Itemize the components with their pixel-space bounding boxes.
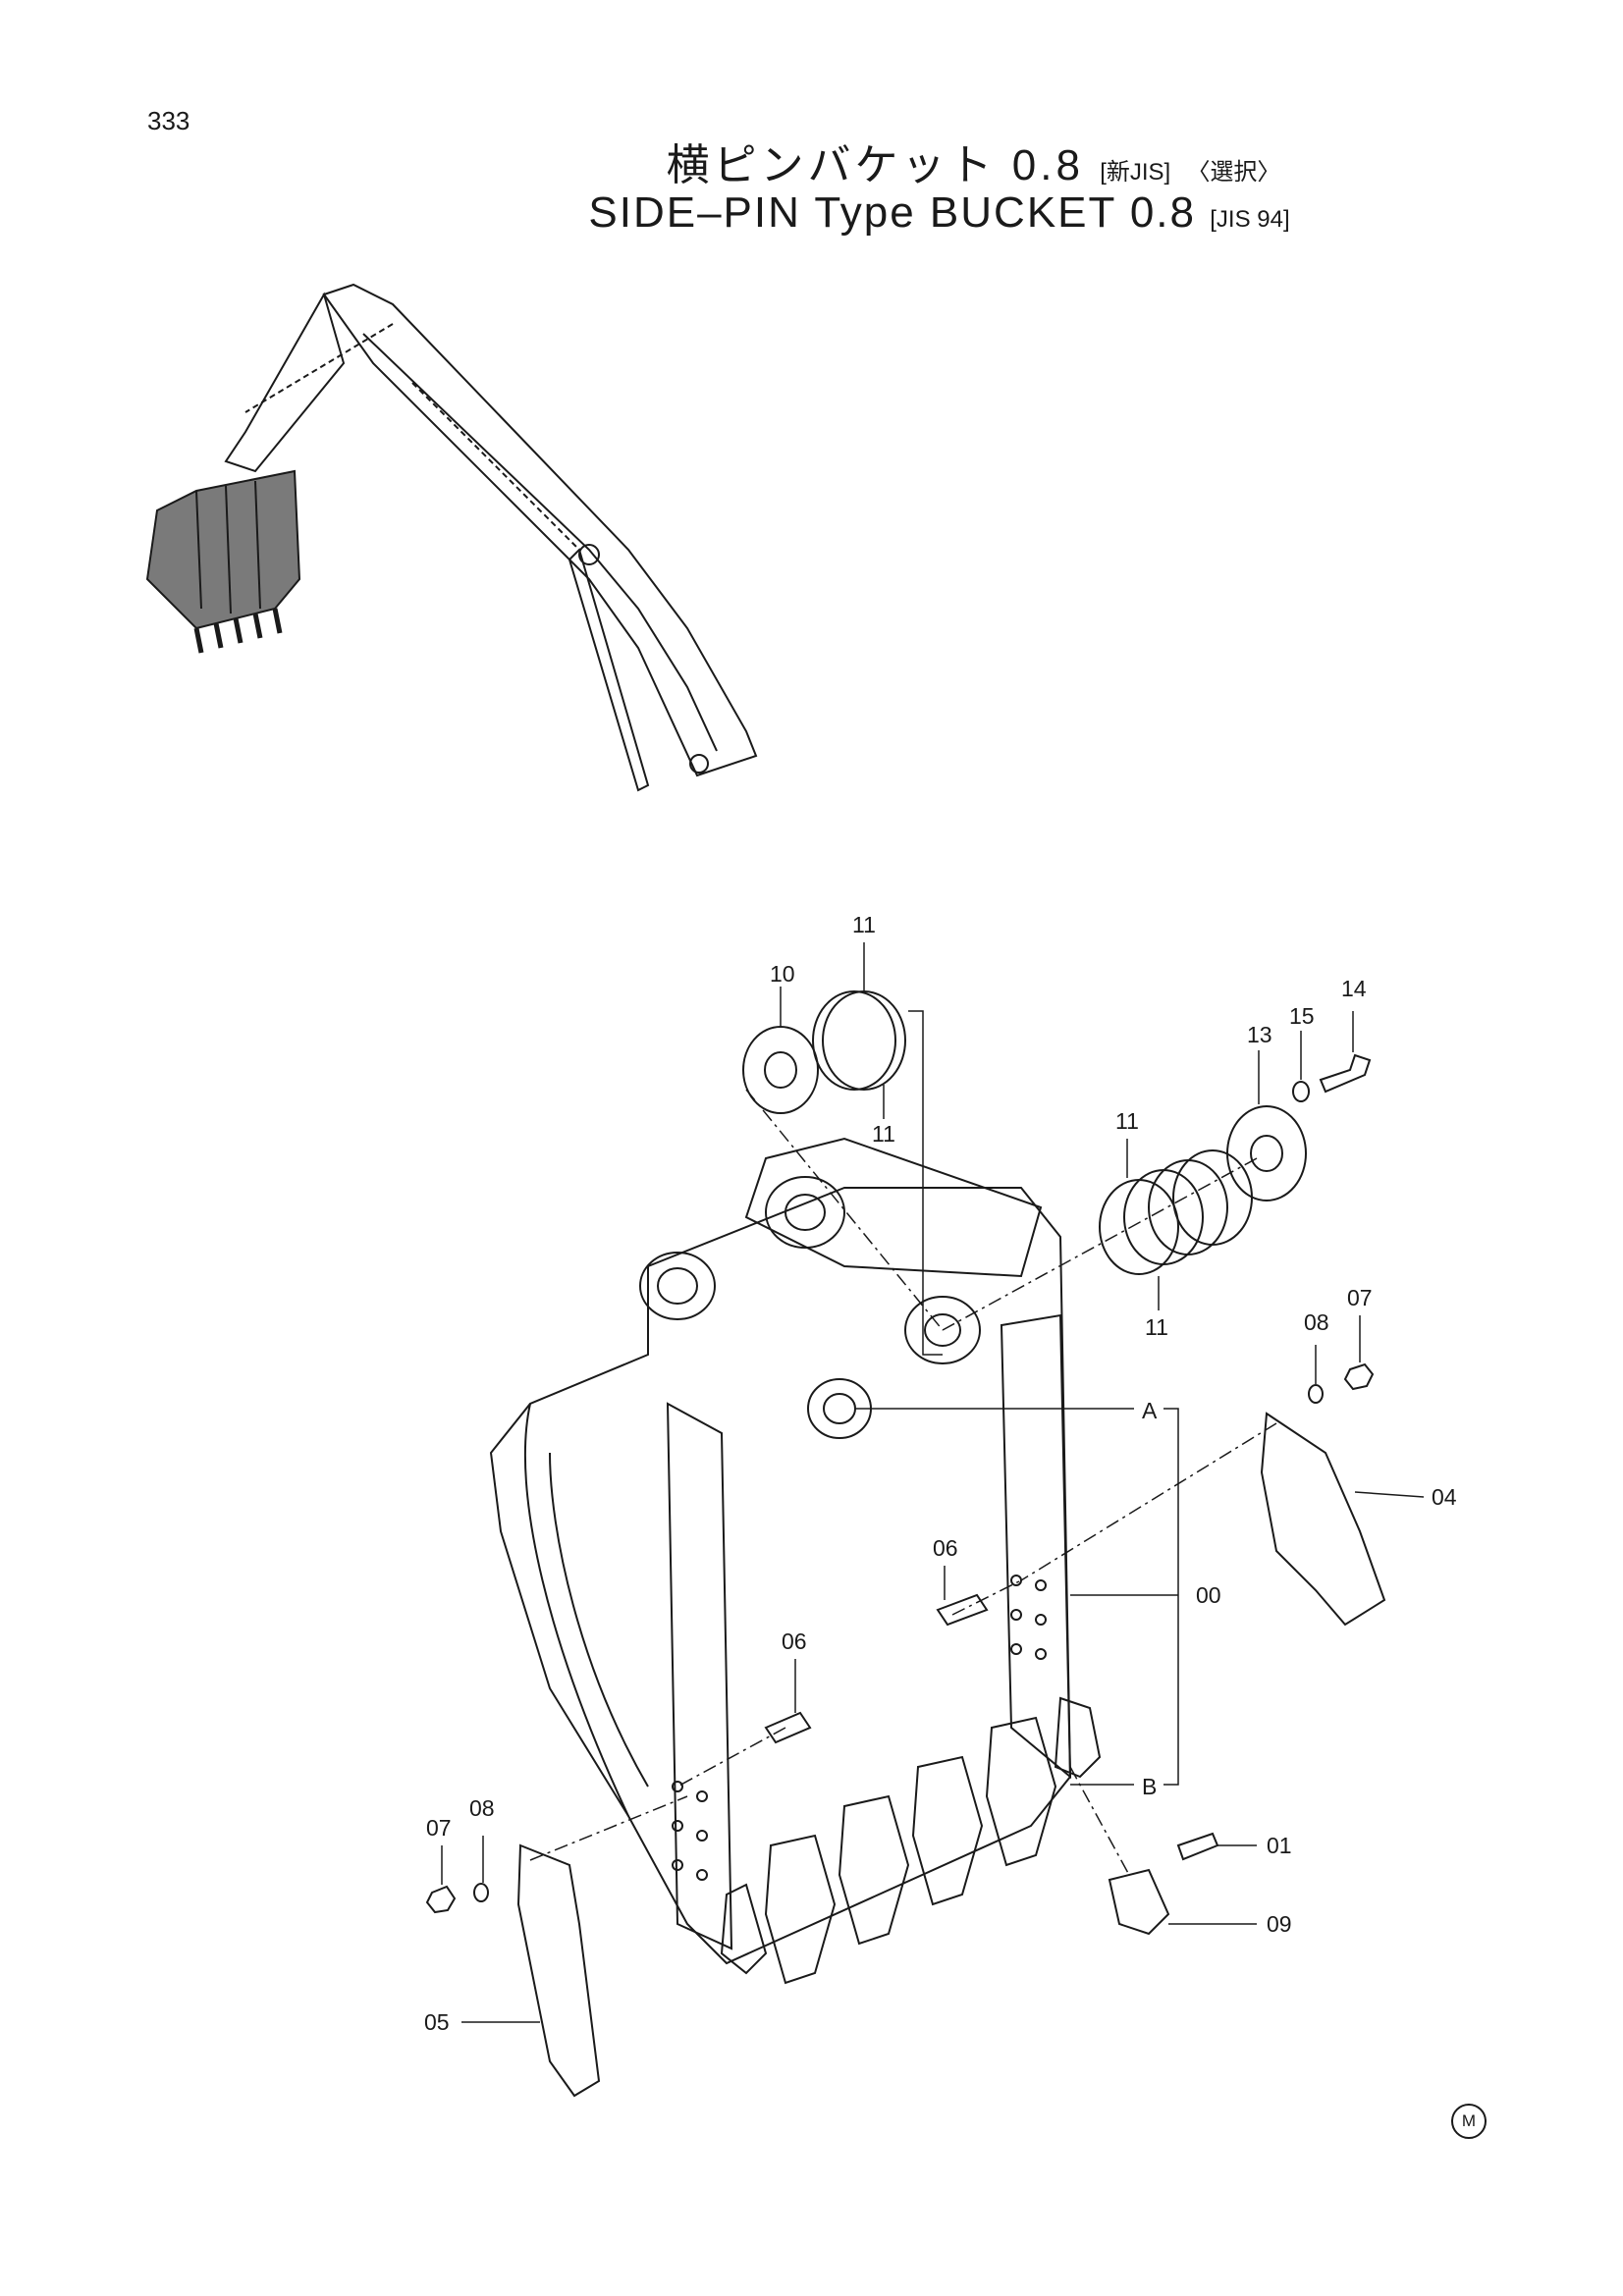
callout-06-upper: 06 (933, 1535, 958, 1561)
part-13-plate (1226, 1105, 1307, 1201)
part-08-washer-right (1308, 1384, 1324, 1404)
bucket-back-curve (523, 1403, 629, 1817)
arm-tip-pin (689, 754, 709, 774)
part-11-shim-upper (812, 990, 896, 1091)
callout-B: B (1142, 1774, 1157, 1799)
title-en-main: SIDE–PIN Type BUCKET 0.8 (588, 188, 1196, 237)
axis-line-bolt-upper (951, 1579, 1022, 1616)
axis-line-right (942, 1157, 1258, 1331)
part-07-nut-right (1343, 1362, 1375, 1391)
bucket-teeth (720, 1696, 1102, 1985)
boss-middle-inner (924, 1313, 961, 1347)
bucket-right-plate (1000, 1313, 1072, 1780)
callout-15: 15 (1289, 1003, 1315, 1029)
boss-upper-left-inner (657, 1267, 698, 1305)
callout-07-left: 07 (426, 1815, 452, 1841)
boss-lower-inner (823, 1393, 856, 1424)
axis-line-side-right (1020, 1422, 1277, 1581)
part-01-pin (1176, 1832, 1219, 1861)
boom-outline (322, 283, 758, 777)
part-14-bolt (1319, 1053, 1372, 1094)
axis-line-upper (745, 1089, 944, 1331)
boss-middle (904, 1296, 981, 1364)
callout-00: 00 (1196, 1582, 1221, 1608)
callout-09: 09 (1267, 1911, 1292, 1937)
cylinder (568, 548, 650, 792)
callout-13: 13 (1247, 1022, 1272, 1047)
callout-11-mid: 11 (872, 1121, 895, 1147)
callout-11-right-bottom: 11 (1145, 1314, 1168, 1340)
part-15-washer (1292, 1081, 1310, 1102)
part-05-side-cutter (516, 1843, 601, 2098)
part-09-tooth (1108, 1868, 1170, 1936)
pin-boss-top (744, 1137, 1043, 1278)
boss-upper-left (639, 1252, 716, 1320)
manufacturer-mark: M (1451, 2104, 1487, 2139)
part-08-washer-left (473, 1883, 489, 1902)
callout-11-right-top: 11 (1115, 1108, 1139, 1134)
callout-06-lower: 06 (782, 1629, 807, 1654)
arm-cylinder-rod (244, 323, 394, 413)
part-11-shim-right-b (1123, 1169, 1204, 1265)
overview-bucket (145, 469, 301, 654)
part-13-hole (1250, 1135, 1283, 1172)
boom-pin (578, 544, 600, 565)
title-english: SIDE–PIN Type BUCKET 0.8 [JIS 94] (0, 188, 1623, 238)
part-11-shim-upper-b (822, 990, 906, 1091)
boom-inner (362, 333, 718, 752)
callout-07-right: 07 (1347, 1285, 1373, 1310)
title-japanese: 横ピンバケット 0.8 [新JIS] 〈選択〉 (0, 130, 1623, 192)
callout-A: A (1142, 1398, 1158, 1423)
side-holes-left (672, 1781, 708, 1881)
bucket-shell (489, 1187, 1072, 1965)
page-number: 333 (147, 106, 190, 135)
callout-14: 14 (1341, 976, 1367, 1001)
boss-upper-right (765, 1176, 845, 1249)
axis-line-tooth (1069, 1766, 1130, 1876)
part-10-hole (764, 1051, 797, 1089)
part-11-shim-right-a (1099, 1179, 1179, 1275)
leader-A-bracket (1163, 1408, 1179, 1786)
part-06-bolt-upper (936, 1593, 989, 1627)
callout-01: 01 (1267, 1833, 1292, 1858)
bucket-side-plate (666, 1402, 733, 1950)
callout-11-top: 11 (852, 912, 876, 937)
axis-line-side-left (529, 1795, 688, 1861)
part-07-nut-left (425, 1885, 457, 1914)
leader-11-bracket (908, 1010, 943, 1356)
title-en-standard: [JIS 94] (1210, 206, 1290, 233)
part-11-shim-right-c (1148, 1159, 1228, 1255)
leader-04 (1354, 1491, 1425, 1498)
bucket-inner-curve (549, 1452, 649, 1788)
arm-outline (224, 292, 346, 473)
callout-10: 10 (770, 961, 795, 987)
callout-08-left: 08 (469, 1795, 495, 1821)
part-10-plate (742, 1026, 819, 1114)
callout-05: 05 (424, 2009, 450, 2035)
cylinder-rod (411, 382, 580, 551)
side-holes-right (1010, 1575, 1047, 1660)
boss-upper-right-inner (784, 1194, 826, 1231)
part-06-bolt-lower (764, 1711, 812, 1744)
callout-08-right: 08 (1304, 1309, 1329, 1335)
title-jp-option: 〈選択〉 (1186, 159, 1281, 186)
title-jp-standard: [新JIS] (1100, 159, 1171, 186)
title-jp-main: 横ピンバケット 0.8 (666, 141, 1084, 189)
part-04-side-cutter (1260, 1412, 1386, 1627)
axis-line-bolt-lower (676, 1727, 786, 1788)
callout-04: 04 (1432, 1484, 1457, 1510)
